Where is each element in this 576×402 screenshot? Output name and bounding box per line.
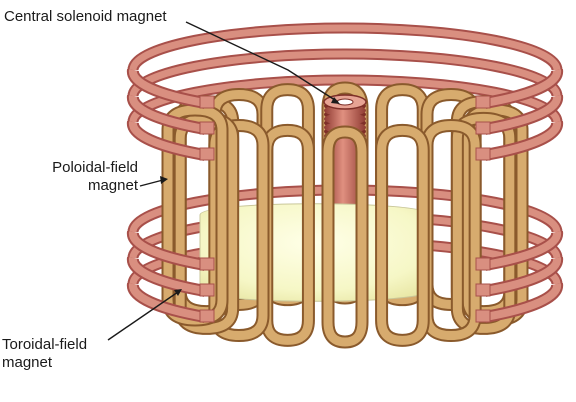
leader-lines <box>107 21 340 341</box>
arrowhead-poloidal <box>160 176 168 184</box>
toroidal-coil-10 <box>260 123 315 347</box>
central-solenoid-label: Central solenoid magnet <box>4 8 167 25</box>
leader-poloidal <box>139 179 164 187</box>
toroidal-coil-7 <box>420 119 482 343</box>
toroidal-coil-8 <box>375 123 430 347</box>
poloidal-field-label: Poloidal-field magnet <box>52 159 138 194</box>
arrowhead-solenoid <box>331 97 340 104</box>
toroidal-coil-9 <box>321 125 369 349</box>
leader-toroidal <box>107 291 179 341</box>
toroidal-field-label: Toroidal-field magnet <box>2 336 88 371</box>
poloidal-rings-front <box>126 68 564 323</box>
leader-solenoid <box>185 21 339 103</box>
arrowhead-toroidal <box>174 289 182 296</box>
solenoid-turn <box>324 113 366 125</box>
